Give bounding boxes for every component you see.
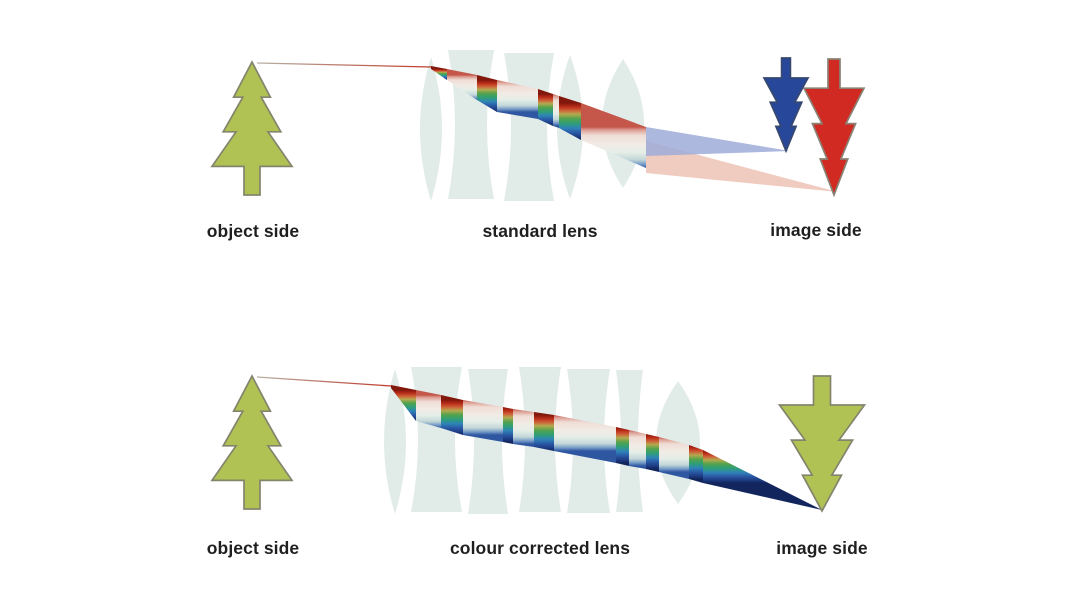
ray-segment-sat (616, 427, 629, 466)
lens-element-biconvex (384, 369, 406, 514)
ray-segment-sat (477, 75, 497, 112)
standard-lens-panel (210, 50, 866, 201)
chief-ray-line (256, 376, 392, 387)
ray-segment-pale (447, 69, 477, 100)
lens-element-slab (504, 53, 554, 201)
ray-segment-pale (659, 437, 689, 479)
ray-segment-pale (581, 103, 646, 168)
ray-segment-sat (559, 96, 581, 140)
ray-segment-sat (503, 407, 513, 444)
ray-segment-pale (463, 400, 503, 442)
ray-segment-pale (554, 415, 616, 463)
image-tree-green (777, 375, 867, 513)
image-tree-red (802, 58, 866, 198)
label-standard-lens: standard lens (482, 221, 598, 241)
label-image-side-bottom: image side (776, 538, 868, 558)
image-tree-blue (762, 57, 810, 154)
label-object-side-bottom: object side (206, 538, 300, 558)
ray-segment-sat (431, 66, 447, 80)
lens-element-slab (411, 367, 462, 512)
ray-segment-pale (497, 80, 538, 119)
label-image-side-top: image side (770, 220, 862, 240)
object-tree (210, 374, 294, 510)
object-tree (210, 60, 294, 196)
ray-segment-sat (441, 395, 463, 435)
label-object-side-top: object side (206, 221, 300, 241)
ray-segment-pale (553, 94, 559, 128)
label-colour-corrected-lens: colour corrected lens (449, 538, 631, 558)
chief-ray-line (256, 62, 432, 68)
ray-segment-pale (629, 430, 646, 469)
ray-segment-sat (391, 385, 416, 421)
ray-segment-sat (538, 89, 553, 126)
ray-segment-sat (646, 434, 659, 472)
colour-corrected-lens-panel (210, 367, 867, 514)
ray-segment-sat (689, 445, 703, 483)
ray-segment-pale (416, 390, 441, 428)
lens-element-biconvex (420, 57, 442, 201)
ray-segment-sat (534, 412, 554, 451)
ray-segment-pale (513, 409, 534, 447)
ray-segment-sat (703, 450, 822, 510)
blue-focus-fan (646, 127, 790, 156)
